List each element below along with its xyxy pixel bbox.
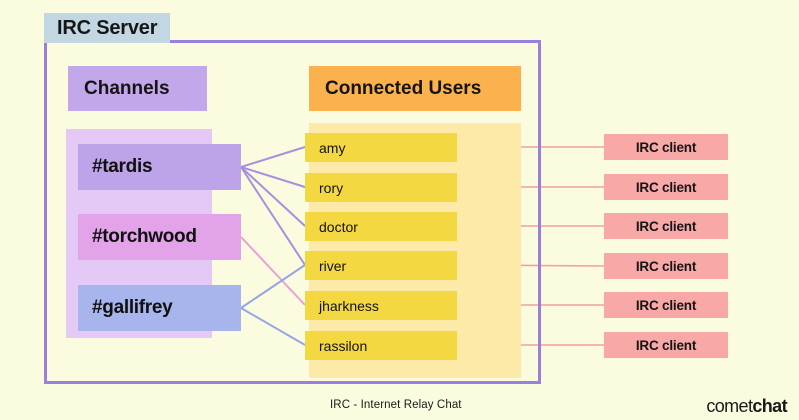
cometchat-logo: cometchat: [706, 396, 787, 417]
irc-client-box[interactable]: IRC client: [604, 292, 728, 318]
user-item-river[interactable]: river: [305, 251, 457, 280]
channel-item-torchwood[interactable]: #torchwood: [78, 214, 241, 260]
diagram-caption: IRC - Internet Relay Chat: [330, 399, 462, 411]
channels-header: Channels: [68, 66, 207, 111]
irc-client-box[interactable]: IRC client: [604, 213, 728, 239]
channel-item-tardis[interactable]: #tardis: [78, 144, 241, 190]
user-item-doctor[interactable]: doctor: [305, 212, 457, 241]
irc-client-box[interactable]: IRC client: [604, 253, 728, 279]
user-item-amy[interactable]: amy: [305, 133, 457, 162]
user-item-jharkness[interactable]: jharkness: [305, 291, 457, 320]
irc-client-box[interactable]: IRC client: [604, 332, 728, 358]
user-item-rory[interactable]: rory: [305, 173, 457, 202]
brand-bold-text: chat: [752, 396, 787, 416]
irc-server-title: IRC Server: [44, 13, 171, 43]
channel-item-gallifrey[interactable]: #gallifrey: [78, 285, 241, 331]
brand-light-text: comet: [706, 396, 753, 416]
irc-server-frame: [44, 40, 541, 384]
connected-users-header: Connected Users: [309, 66, 521, 111]
irc-client-box[interactable]: IRC client: [604, 134, 728, 160]
irc-client-box[interactable]: IRC client: [604, 174, 728, 200]
user-item-rassilon[interactable]: rassilon: [305, 331, 457, 360]
